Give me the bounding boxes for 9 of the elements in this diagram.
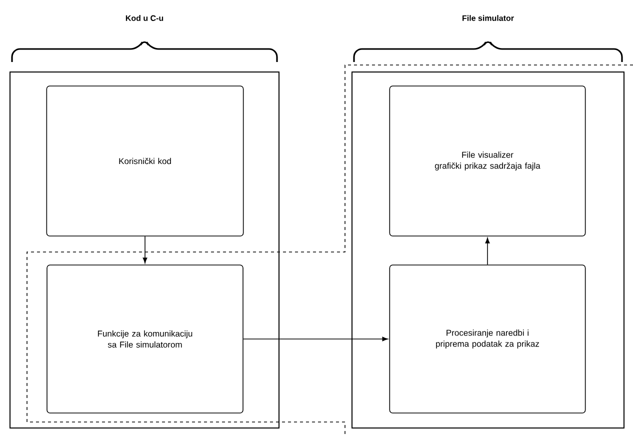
process-box: Korisnički kod xyxy=(46,86,244,236)
group-heading: Kod u C-u xyxy=(126,15,164,21)
arrow xyxy=(243,336,388,342)
process-box: Procesiranje naredbi i priprema podatak za prikaz xyxy=(389,264,586,414)
process-box: File visualizer grafički prikaz sadržaja fajla xyxy=(389,86,586,236)
arrow xyxy=(485,238,490,265)
group-heading: File simulator xyxy=(462,15,514,21)
arrow xyxy=(142,236,148,264)
process-box: Funkcije za komunikaciju sa File simulatorom xyxy=(46,264,244,414)
